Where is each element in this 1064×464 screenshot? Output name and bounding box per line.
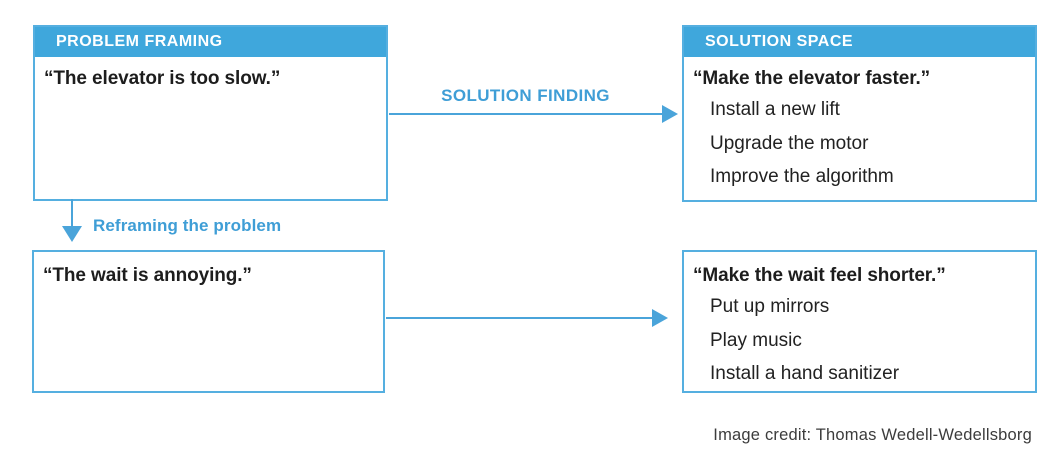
reframing-label: Reframing the problem <box>93 216 282 235</box>
reframed-quote: “The wait is annoying.” <box>43 265 252 286</box>
solution-item: Upgrade the motor <box>710 132 869 154</box>
problem-framing-box: PROBLEM FRAMING “The elevator is too slo… <box>33 25 388 201</box>
solution-space-box: SOLUTION SPACE “Make the elevator faster… <box>682 25 1037 202</box>
solution-finding-arrow <box>389 105 678 123</box>
reframed-problem-box: “The wait is annoying.” <box>32 250 385 393</box>
image-credit: Image credit: Thomas Wedell-Wedellsborg <box>713 426 1032 444</box>
solution-space-header: SOLUTION SPACE <box>684 27 1035 57</box>
solution-item: Play music <box>710 329 802 351</box>
solution-finding-label: SOLUTION FINDING <box>441 86 610 105</box>
problem-framing-header: PROBLEM FRAMING <box>35 27 386 57</box>
reframed-solution-quote: “Make the wait feel shorter.” <box>693 265 946 286</box>
solution-item-list: Install a new lift Upgrade the motor Imp… <box>684 92 1035 194</box>
solution-finding-arrow-2 <box>386 309 668 327</box>
reframed-solution-box: “Make the wait feel shorter.” Put up mir… <box>682 250 1037 393</box>
solution-item: Put up mirrors <box>710 296 830 317</box>
arrow-right-icon <box>652 309 668 327</box>
problem-quote: “The elevator is too slow.” <box>44 68 281 89</box>
solution-item: Install a hand sanitizer <box>710 363 900 384</box>
solution-quote: “Make the elevator faster.” <box>693 68 931 89</box>
solution-item: Install a new lift <box>710 99 840 120</box>
reframed-solution-item-list: Put up mirrors Play music Install a hand… <box>684 289 1035 391</box>
reframing-arrow <box>62 199 82 242</box>
arrow-down-icon <box>62 226 82 242</box>
solution-item: Improve the algorithm <box>710 166 894 187</box>
arrow-right-icon <box>662 105 678 123</box>
